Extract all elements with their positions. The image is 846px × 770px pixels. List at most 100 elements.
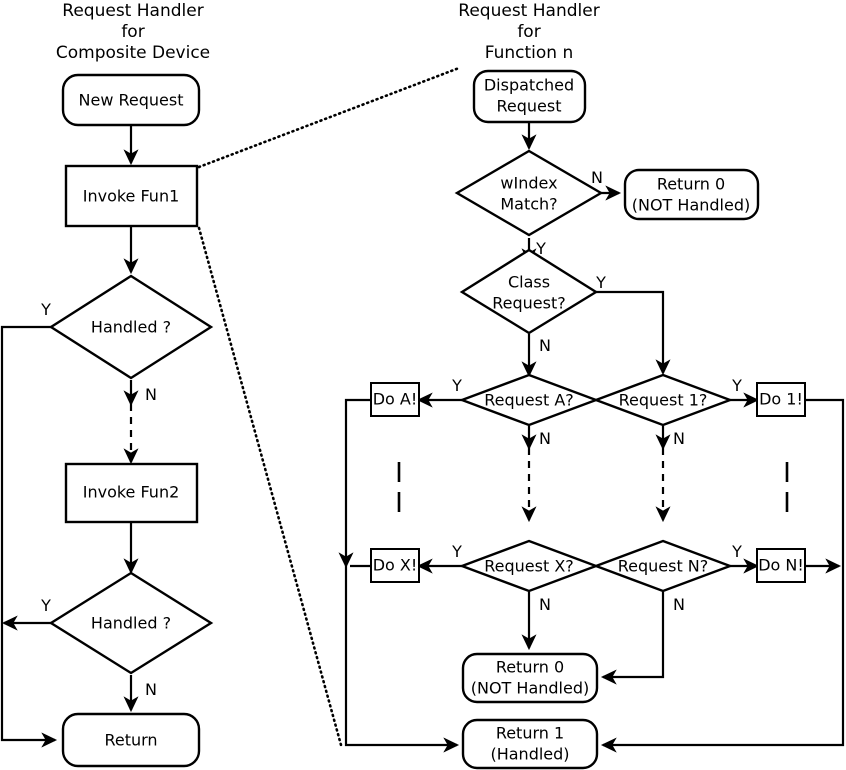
node-windex-match[interactable]: wIndex Match?	[454, 149, 604, 237]
handled-2-no-label: N	[145, 680, 157, 699]
node-request-a[interactable]: Request A?	[458, 373, 600, 427]
node-handled-2[interactable]: Handled ?	[48, 571, 214, 675]
new-request-shape[interactable]	[61, 73, 201, 127]
request-a-shape[interactable]	[458, 373, 600, 427]
node-invoke-fun1[interactable]: Invoke Fun1	[64, 164, 199, 228]
ellipsis-marks	[397, 462, 789, 512]
edge-class-yes-to-request1	[596, 290, 671, 376]
edge-left-bus-to-return1	[344, 566, 460, 753]
return1-bottom-shape[interactable]	[461, 718, 599, 770]
handled-1-yes-label: Y	[40, 300, 51, 319]
return-shape[interactable]	[61, 712, 201, 768]
node-return0-top[interactable]: Return 0 (NOT Handled)	[623, 168, 760, 221]
windex-yes-label: Y	[535, 239, 546, 258]
right-title-line-1: Request Handler	[458, 1, 599, 21]
request-a-no-label: N	[539, 429, 551, 448]
left-flow-connectors	[0, 124, 139, 748]
node-do-x[interactable]: Do X!	[370, 548, 420, 583]
do-1-shape[interactable]	[756, 382, 806, 417]
windex-match-shape[interactable]	[454, 149, 604, 237]
edge-requestN-no-to-return0	[600, 592, 665, 685]
node-class-request[interactable]: Class Request?	[459, 248, 599, 335]
invoke-fun2-label: Invoke Fun2	[83, 483, 180, 502]
dispatched-request-line-2: Request	[497, 97, 562, 116]
return0-bottom-line-1: Return 0	[496, 658, 564, 677]
request-x-shape[interactable]	[458, 539, 600, 593]
return-label: Return	[104, 731, 157, 750]
request-a-yes-label: Y	[451, 376, 462, 395]
do-x-shape[interactable]	[370, 548, 420, 583]
node-return[interactable]: Return	[61, 712, 201, 768]
callout-line-upper	[197, 66, 461, 169]
return1-bottom-line-1: Return 1	[496, 724, 564, 743]
request-a-label: Request A?	[484, 391, 574, 410]
return0-top-line-1: Return 0	[657, 175, 725, 194]
windex-no-label: N	[591, 168, 603, 187]
node-return1-bottom[interactable]: Return 1 (Handled)	[461, 718, 599, 770]
do-n-shape[interactable]	[756, 548, 806, 583]
handled-2-shape[interactable]	[48, 571, 214, 675]
invoke-fun1-label: Invoke Fun1	[83, 187, 180, 206]
return0-bottom-shape[interactable]	[461, 652, 599, 704]
do-n-label: Do N!	[758, 556, 804, 575]
right-column-title: Request Handler for Function n	[458, 1, 599, 63]
request-x-yes-label: Y	[451, 542, 462, 561]
left-title-line-2: for	[121, 22, 144, 42]
callout-line-lower	[197, 226, 343, 747]
node-do-n[interactable]: Do N!	[756, 548, 806, 583]
class-request-yes-label: Y	[595, 273, 606, 292]
expansion-callout-lines	[197, 66, 461, 747]
right-flow-connectors	[338, 122, 845, 753]
node-request-1[interactable]: Request 1?	[592, 373, 734, 427]
edge-handled1-yes-to-return	[0, 325, 58, 748]
request-n-yes-label: Y	[731, 542, 742, 561]
windex-match-line-1: wIndex	[500, 174, 557, 193]
edge-do1-down-to-return1	[600, 398, 845, 753]
do-a-shape[interactable]	[370, 382, 420, 417]
right-title-line-2: for	[517, 22, 540, 42]
request-1-yes-label: Y	[731, 376, 742, 395]
request-x-label: Request X?	[484, 557, 574, 576]
left-column-title: Request Handler for Composite Device	[56, 1, 210, 63]
invoke-fun1-shape[interactable]	[64, 164, 199, 228]
handled-1-shape[interactable]	[48, 274, 214, 380]
node-do-1[interactable]: Do 1!	[756, 382, 806, 417]
node-request-x[interactable]: Request X?	[458, 539, 600, 593]
request-n-shape[interactable]	[592, 539, 734, 593]
handled-2-yes-label: Y	[40, 596, 51, 615]
dispatched-request-line-1: Dispatched	[484, 76, 574, 95]
do-1-label: Do 1!	[759, 390, 803, 409]
node-handled-1[interactable]: Handled ?	[48, 274, 214, 380]
node-new-request[interactable]: New Request	[61, 73, 201, 127]
request-n-no-label: N	[673, 595, 685, 614]
left-title-line-3: Composite Device	[56, 43, 210, 63]
edge-doA-down-bus	[338, 398, 371, 569]
class-request-line-2: Request?	[492, 294, 565, 313]
node-request-n[interactable]: Request N?	[592, 539, 734, 593]
class-request-line-1: Class	[508, 273, 550, 292]
dispatched-request-shape[interactable]	[472, 69, 587, 124]
class-request-shape[interactable]	[459, 248, 599, 335]
windex-match-line-2: Match?	[500, 195, 557, 214]
request-1-label: Request 1?	[619, 391, 708, 410]
return0-bottom-line-2: (NOT Handled)	[471, 679, 589, 698]
return0-top-shape[interactable]	[623, 168, 760, 221]
class-request-no-label: N	[539, 336, 551, 355]
node-do-a[interactable]: Do A!	[370, 382, 420, 417]
request-1-no-label: N	[673, 429, 685, 448]
node-dispatched-request[interactable]: Dispatched Request	[472, 69, 587, 124]
handled-1-no-label: N	[145, 385, 157, 404]
request-1-shape[interactable]	[592, 373, 734, 427]
node-invoke-fun2[interactable]: Invoke Fun2	[64, 462, 199, 524]
request-n-label: Request N?	[618, 557, 709, 576]
right-title-line-3: Function n	[485, 43, 574, 63]
request-x-no-label: N	[539, 595, 551, 614]
invoke-fun2-shape[interactable]	[64, 462, 199, 524]
left-title-line-1: Request Handler	[62, 1, 203, 21]
node-return0-bottom[interactable]: Return 0 (NOT Handled)	[461, 652, 599, 704]
do-x-label: Do X!	[373, 556, 418, 575]
do-a-label: Do A!	[373, 390, 418, 409]
new-request-label: New Request	[79, 91, 184, 110]
handled-2-label: Handled ?	[91, 614, 171, 633]
